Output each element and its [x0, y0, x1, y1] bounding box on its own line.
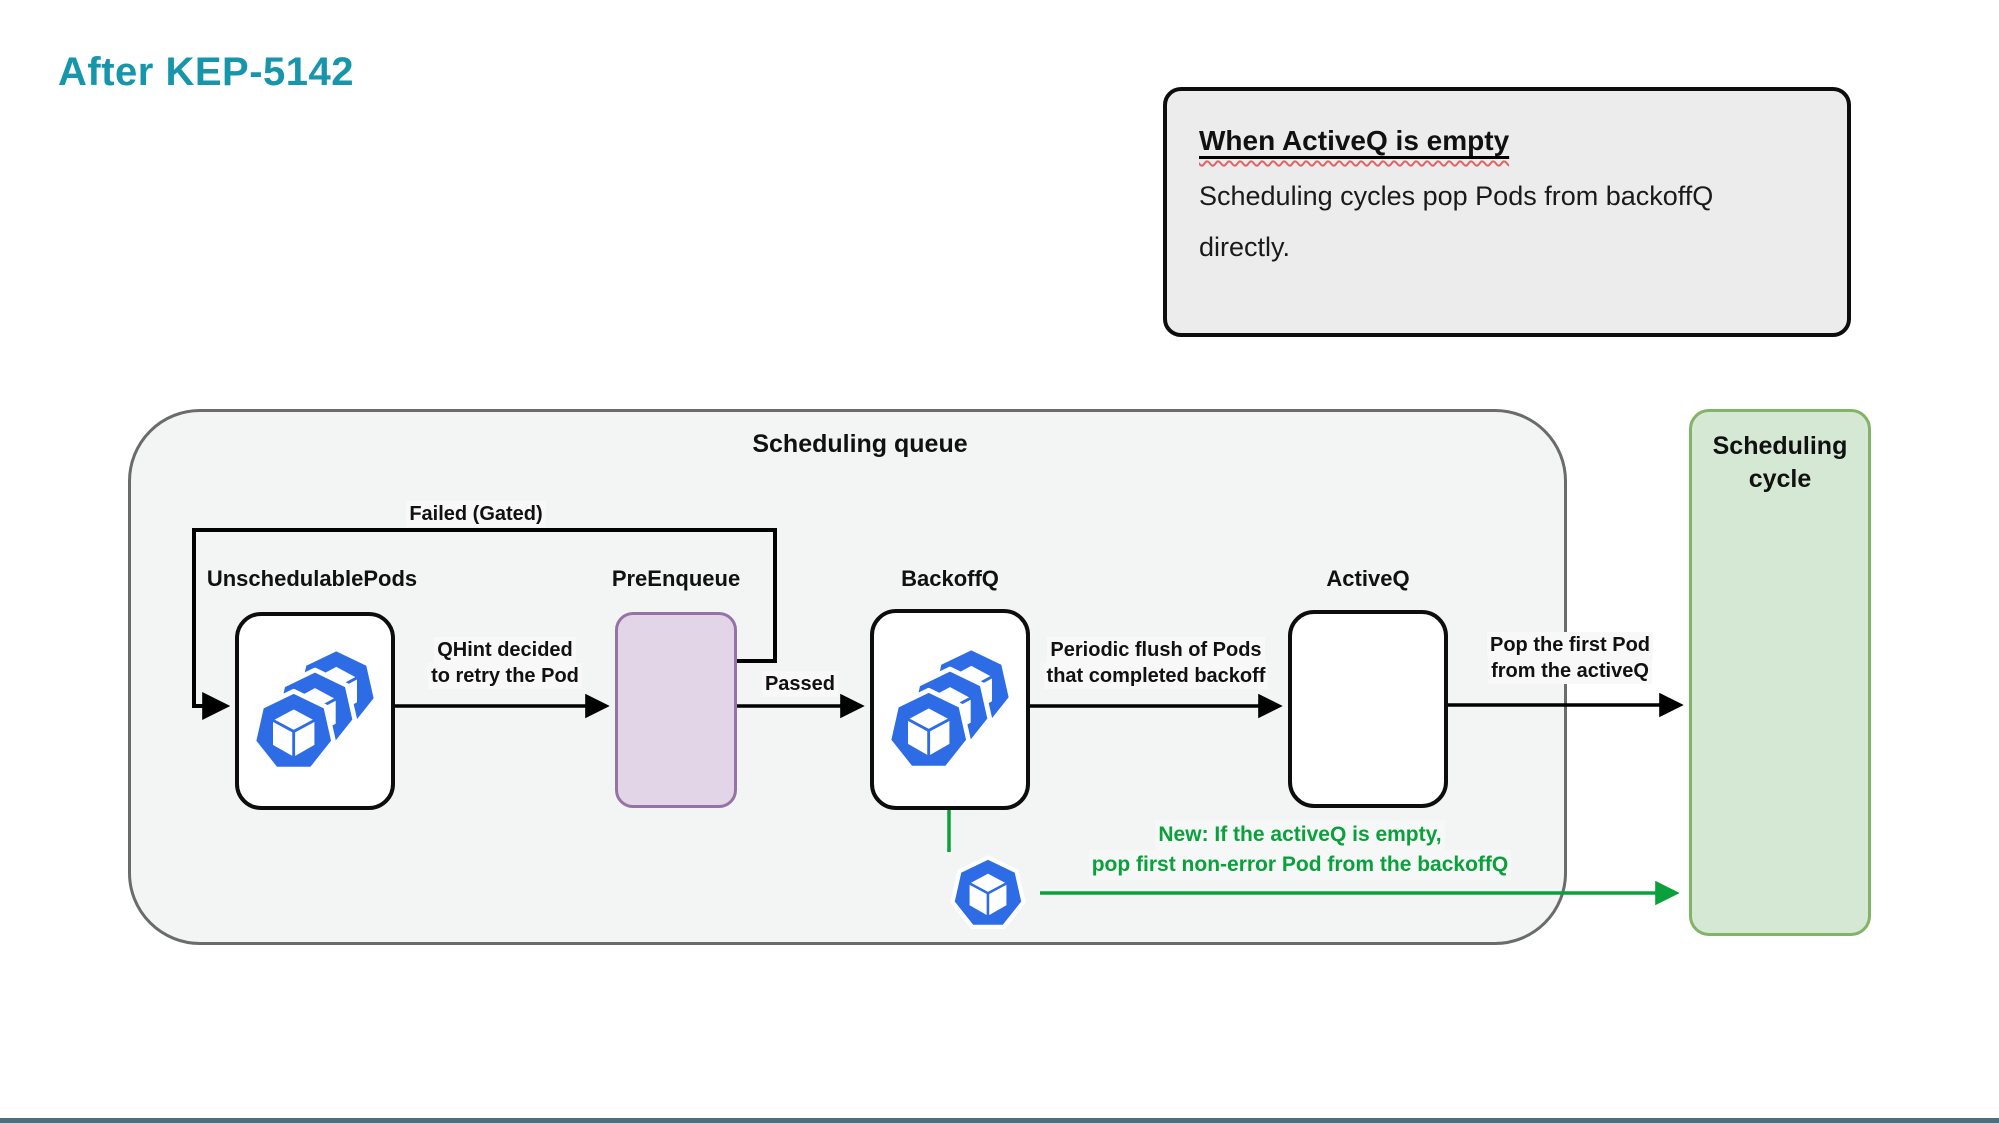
edge-label-pop-first-pod: Pop the first Pod from the activeQ	[1455, 632, 1685, 684]
page-title: After KEP-5142	[58, 50, 355, 94]
note-body-line1: Scheduling cycles pop Pods from backoffQ	[1199, 181, 1714, 211]
note-heading: When ActiveQ is empty	[1199, 125, 1510, 156]
pods-stack-icon	[248, 644, 382, 778]
scheduling-cycle-box: Scheduling cycle	[1689, 409, 1871, 936]
edge-label-passed: Passed	[740, 671, 860, 697]
edge-label-periodic-flush: Periodic flush of Pods that completed ba…	[1016, 637, 1296, 689]
note-body-line2: directly.	[1199, 232, 1291, 262]
node-label-activeq: ActiveQ	[1326, 566, 1410, 591]
node-unschedulablepods-box	[235, 612, 395, 810]
node-preenqueue-box	[615, 612, 737, 808]
pods-stack-icon	[883, 643, 1017, 777]
node-activeq-box	[1288, 610, 1448, 808]
node-label-unschedulablepods: UnschedulablePods	[206, 566, 418, 591]
note-box: When ActiveQ is empty Scheduling cycles …	[1163, 87, 1851, 337]
scheduling-queue-title: Scheduling queue	[752, 430, 968, 458]
node-label-preenqueue: PreEnqueue	[611, 566, 741, 591]
edge-label-qhint: QHint decided to retry the Pod	[385, 637, 625, 689]
edge-label-new-backoffq-pop: New: If the activeQ is empty, pop first …	[1060, 820, 1540, 880]
bottom-bar	[0, 1118, 1999, 1123]
scheduling-cycle-label: Scheduling cycle	[1712, 432, 1848, 493]
node-label-backoffq: BackoffQ	[901, 566, 999, 591]
pod-icon	[933, 839, 1043, 949]
node-backoffq-box	[870, 609, 1030, 810]
edge-label-failed-gated: Failed (Gated)	[356, 501, 596, 527]
